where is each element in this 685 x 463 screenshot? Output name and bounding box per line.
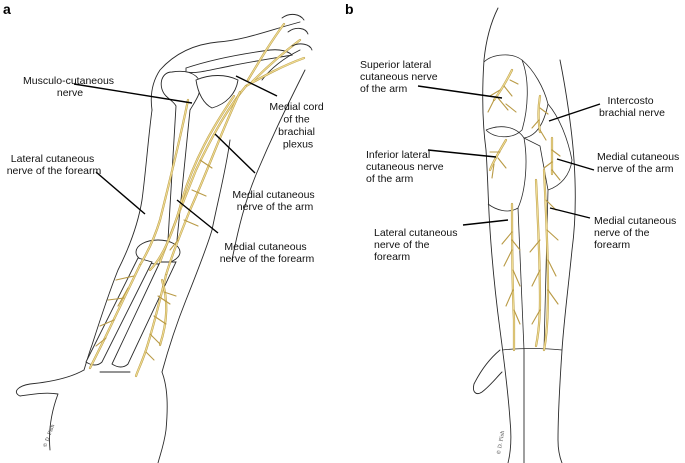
- panel-letter-b: b: [345, 1, 354, 17]
- label-line: nerve of the forearm: [7, 165, 102, 177]
- label-inferior-lateral-cutaneous-nerve: Inferior lateral cutaneous nerve of the …: [366, 149, 447, 185]
- label-medial-cutaneous-nerve-forearm-a: Medial cutaneous nerve of the forearm: [220, 241, 315, 265]
- leader-lateral-cutaneous-forearm-b: [462, 219, 509, 226]
- label-line: Medial cord: [269, 101, 323, 113]
- leader-medial-cutaneous-arm-a: [214, 133, 256, 174]
- leader-medial-cutaneous-arm-b: [556, 158, 595, 171]
- label-line: Musculo-cutaneous: [23, 75, 114, 87]
- label-line: nerve of the: [374, 239, 430, 251]
- label-line: Medial cutaneous: [224, 241, 306, 253]
- label-medial-cutaneous-nerve-forearm-b: Medial cutaneous nerve of the forearm: [594, 215, 679, 251]
- panel-a-illustration: © D. Fish: [16, 13, 313, 463]
- label-line: Inferior lateral: [366, 149, 430, 161]
- label-line: brachial nerve: [599, 107, 665, 119]
- label-line: of the arm: [360, 83, 408, 95]
- label-line: Lateral cutaneous: [11, 153, 94, 165]
- label-line: nerve of the forearm: [220, 253, 315, 265]
- label-intercostobrachial-nerve: Intercosto brachial nerve: [599, 95, 665, 119]
- label-medial-cutaneous-nerve-arm-a: Medial cutaneous nerve of the arm: [232, 189, 317, 213]
- signature-a: © D. Fish: [41, 423, 56, 449]
- label-musculocutaneous-nerve: Musculo-cutaneous nerve: [23, 75, 117, 99]
- label-line: Intercosto: [607, 95, 653, 107]
- label-superior-lateral-cutaneous-nerve: Superior lateral cutaneous nerve of the …: [360, 59, 441, 95]
- leader-musculocutaneous: [73, 83, 193, 104]
- label-line: forearm: [374, 251, 410, 263]
- leader-inferior-lateral-cutaneous: [427, 149, 497, 158]
- label-line: Medial cutaneous: [597, 151, 679, 163]
- label-line: Lateral cutaneous: [374, 227, 457, 239]
- label-line: cutaneous nerve: [360, 71, 438, 83]
- label-line: Superior lateral: [360, 59, 431, 71]
- label-line: nerve of the arm: [597, 163, 674, 175]
- label-line: of the arm: [366, 173, 414, 185]
- label-line: brachial: [278, 126, 315, 138]
- panel-b-illustration: © D. Fish: [417, 7, 601, 463]
- signature-b: © D. Fish: [495, 429, 506, 455]
- leader-medial-cutaneous-forearm-b: [549, 207, 591, 219]
- panel-letter-a: a: [3, 1, 11, 17]
- leader-superior-lateral-cutaneous: [417, 85, 503, 99]
- label-line: cutaneous nerve: [366, 161, 444, 173]
- label-medial-cutaneous-nerve-arm-b: Medial cutaneous nerve of the arm: [597, 151, 682, 175]
- label-line: of the: [283, 114, 309, 126]
- leader-intercostobrachial: [548, 103, 601, 122]
- leader-medial-cord: [235, 75, 278, 97]
- label-medial-cord-brachial-plexus: Medial cord of the brachial plexus: [269, 101, 326, 151]
- label-line: nerve of the: [594, 227, 650, 239]
- leader-medial-cutaneous-forearm-a: [176, 199, 219, 234]
- label-line: nerve of the arm: [237, 201, 314, 213]
- label-line: forearm: [594, 239, 630, 251]
- label-line: nerve: [57, 87, 83, 99]
- leader-lateral-cutaneous-forearm: [95, 171, 146, 215]
- label-lateral-cutaneous-nerve-forearm-b: Lateral cutaneous nerve of the forearm: [374, 227, 460, 263]
- label-line: plexus: [283, 139, 313, 151]
- label-line: Medial cutaneous: [232, 189, 314, 201]
- label-line: Medial cutaneous: [594, 215, 676, 227]
- label-lateral-cutaneous-nerve-forearm-a: Lateral cutaneous nerve of the forearm: [7, 153, 102, 177]
